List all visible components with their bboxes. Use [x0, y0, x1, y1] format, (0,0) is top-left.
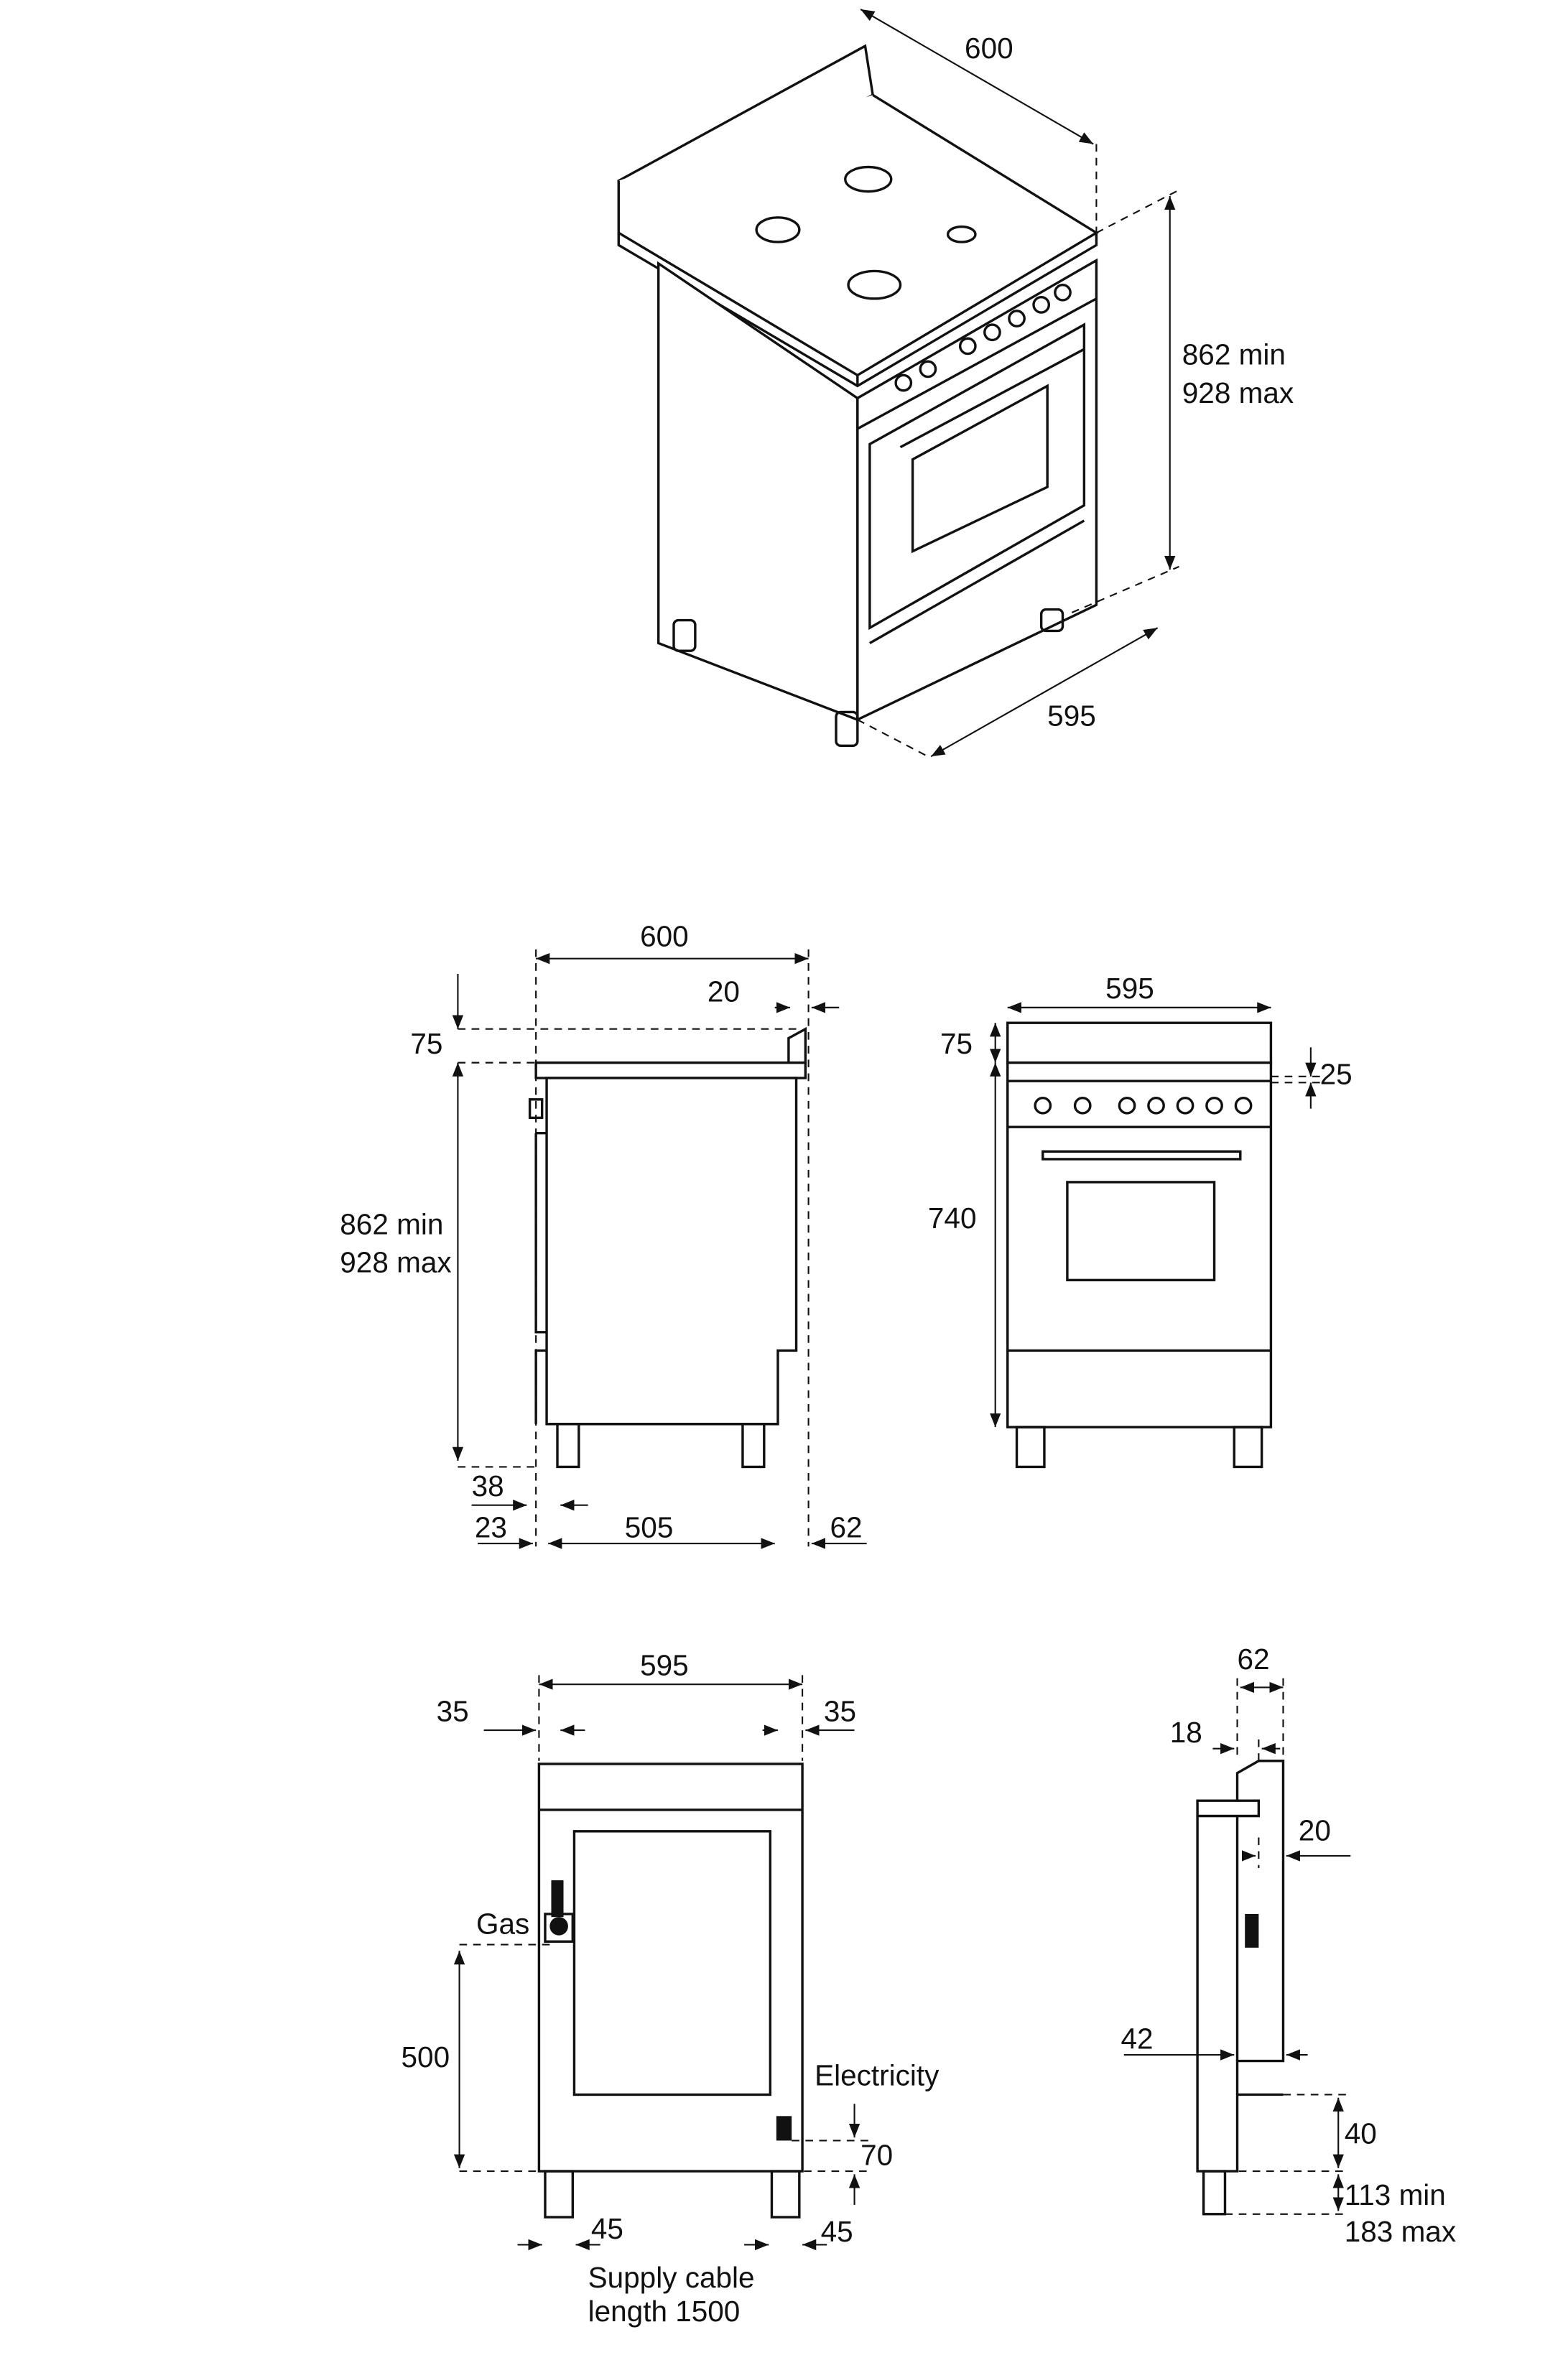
profile-inset-top: 18 — [1170, 1716, 1202, 1749]
front-width-label: 595 — [1105, 972, 1154, 1005]
profile-foot-min: 113 min — [1345, 2178, 1446, 2211]
side-rear-offset: 62 — [830, 1510, 862, 1543]
profile-step: 40 — [1345, 2117, 1377, 2150]
rear-left-margin: 35 — [437, 1694, 469, 1727]
electricity-label: Electricity — [815, 2059, 940, 2092]
profile-inset-low: 42 — [1121, 2022, 1154, 2056]
side-foot-span: 505 — [625, 1510, 674, 1543]
rear-left-foot: 45 — [591, 2212, 623, 2245]
side-width-label: 600 — [640, 920, 689, 953]
side-height-max: 928 max — [340, 1246, 451, 1279]
profile-depth-top: 62 — [1238, 1643, 1270, 1676]
front-backsplash: 75 — [940, 1027, 973, 1060]
gas-height: 500 — [402, 2040, 450, 2073]
iso-depth-label: 595 — [1047, 700, 1096, 733]
rear-right-margin: 35 — [824, 1694, 856, 1727]
front-knobs — [1034, 1096, 1253, 1115]
side-backsplash: 75 — [410, 1027, 442, 1060]
profile-view: 62 18 20 42 40 113 min 183 max — [1121, 1643, 1457, 2248]
side-front-offset: 23 — [475, 1510, 507, 1543]
front-panel-dim: 25 — [1320, 1057, 1353, 1090]
cable-label-line2: length 1500 — [588, 2295, 741, 2328]
profile-foot-max: 183 max — [1345, 2215, 1456, 2248]
side-view: 600 20 75 862 min 928 max 38 23 505 62 — [340, 920, 867, 1549]
isometric-view: 600 862 min 928 max 595 — [617, 8, 1294, 758]
cable-label-line1: Supply cable — [588, 2261, 755, 2294]
iso-height-max: 928 max — [1182, 376, 1294, 409]
profile-inset-mid: 20 — [1299, 1814, 1331, 1847]
rear-right-foot: 45 — [821, 2215, 853, 2248]
front-body-height: 740 — [928, 1202, 977, 1235]
electricity-height: 70 — [860, 2139, 893, 2172]
side-top-offset: 20 — [708, 975, 740, 1008]
rear-width-label: 595 — [640, 1648, 689, 1681]
gas-label: Gas — [476, 1908, 529, 1941]
front-view: 595 75 740 25 — [928, 972, 1353, 1469]
side-foot-inset: 38 — [472, 1469, 504, 1502]
iso-width-label: 600 — [965, 32, 1013, 65]
iso-height-min: 862 min — [1182, 338, 1286, 371]
side-height-min: 862 min — [340, 1207, 443, 1240]
control-knobs — [894, 283, 1072, 392]
rear-view: 595 35 35 Gas 500 Electricity 70 45 45 S… — [402, 1648, 940, 2328]
